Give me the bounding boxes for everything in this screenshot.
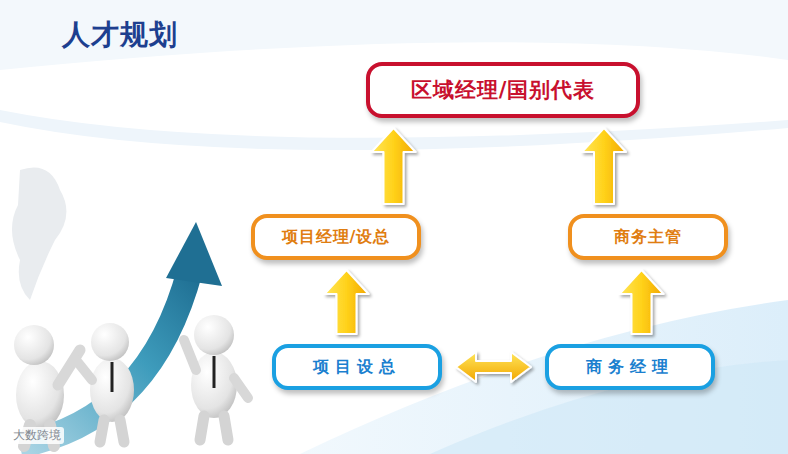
swoosh — [0, 0, 788, 70]
promotion-arrow — [620, 270, 664, 334]
entry-role-box: 商务经理 — [545, 344, 715, 390]
role-label: 商务主管 — [614, 227, 682, 248]
figure — [76, 323, 134, 442]
role-label: 商务经理 — [586, 357, 674, 378]
growth-arrow-head — [166, 222, 222, 286]
entry-role-box: 项目设总 — [272, 344, 442, 390]
promotion-arrow — [325, 270, 369, 334]
role-label: 项目经理/设总 — [282, 227, 391, 248]
title-text: 人才规划 — [62, 16, 178, 54]
role-label: 区域经理/国别代表 — [411, 76, 596, 104]
mid-role-box: 项目经理/设总 — [251, 214, 421, 260]
promotion-arrow — [582, 128, 626, 204]
figure — [184, 315, 248, 440]
map-shape — [12, 168, 66, 301]
role-label: 项目设总 — [313, 357, 401, 378]
top-role-box: 区域经理/国别代表 — [366, 62, 640, 118]
promotion-arrow — [372, 128, 416, 204]
watermark: 大数跨境 — [10, 427, 64, 444]
rotation-arrow — [456, 352, 531, 382]
mid-role-box: 商务主管 — [568, 214, 728, 260]
